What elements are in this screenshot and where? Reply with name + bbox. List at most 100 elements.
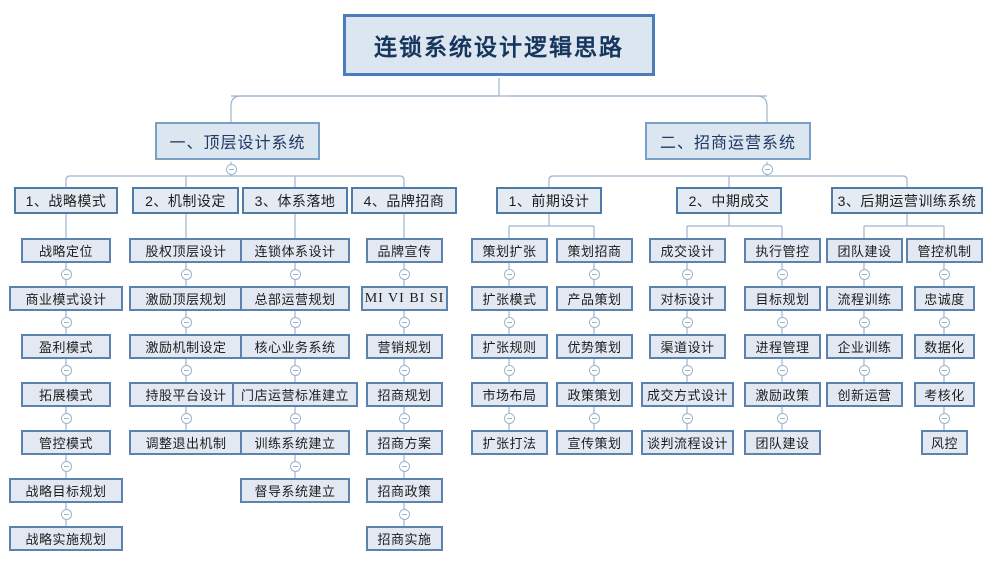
collapse-toggle-c8-4[interactable] [776, 413, 788, 424]
root-title-node[interactable]: 连锁系统设计逻辑思路 [343, 14, 655, 76]
leaf-node[interactable]: 数据化 [914, 334, 975, 359]
branch-node-2[interactable]: 二、招商运营系统 [645, 122, 811, 160]
leaf-node[interactable]: 企业训练 [826, 334, 903, 359]
leaf-node[interactable]: 战略定位 [21, 238, 111, 263]
leaf-node[interactable]: 招商规划 [366, 382, 443, 407]
collapse-toggle-c1-1[interactable] [60, 269, 72, 280]
group-header-2-2[interactable]: 2、中期成交 [676, 187, 782, 214]
leaf-node[interactable]: 渠道设计 [649, 334, 726, 359]
leaf-node[interactable]: 流程训练 [826, 286, 903, 311]
collapse-toggle-c9-1[interactable] [858, 269, 870, 280]
collapse-toggle-c1-4[interactable] [60, 413, 72, 424]
leaf-node[interactable]: 招商方案 [366, 430, 443, 455]
collapse-toggle-c9-3[interactable] [858, 365, 870, 376]
leaf-node[interactable]: 进程管理 [744, 334, 821, 359]
leaf-node[interactable]: 忠诚度 [914, 286, 975, 311]
collapse-toggle-c3-3[interactable] [289, 365, 301, 376]
collapse-toggle-c4-1[interactable] [398, 269, 410, 280]
collapse-toggle-c2-3[interactable] [180, 365, 192, 376]
leaf-node[interactable]: 执行管控 [744, 238, 821, 263]
group-header-1-2[interactable]: 2、机制设定 [132, 187, 239, 214]
collapse-toggle-c3-5[interactable] [289, 461, 301, 472]
leaf-node[interactable]: 策划扩张 [471, 238, 548, 263]
leaf-node[interactable]: 总部运营规划 [240, 286, 350, 311]
collapse-toggle-c1-3[interactable] [60, 365, 72, 376]
leaf-node[interactable]: 产品策划 [556, 286, 633, 311]
leaf-node[interactable]: 市场布局 [471, 382, 548, 407]
group-header-2-3[interactable]: 3、后期运营训练系统 [831, 187, 983, 214]
leaf-node[interactable]: 战略目标规划 [9, 478, 123, 503]
collapse-toggle-c2-1[interactable] [180, 269, 192, 280]
collapse-toggle-c3-1[interactable] [289, 269, 301, 280]
collapse-toggle-c7-3[interactable] [681, 365, 693, 376]
leaf-node[interactable]: 谈判流程设计 [641, 430, 734, 455]
leaf-node[interactable]: 持股平台设计 [129, 382, 243, 407]
leaf-node[interactable]: 战略实施规划 [9, 526, 123, 551]
group-header-1-4[interactable]: 4、品牌招商 [351, 187, 457, 214]
leaf-node[interactable]: 策划招商 [556, 238, 633, 263]
leaf-node[interactable]: 调整退出机制 [129, 430, 243, 455]
leaf-node[interactable]: 考核化 [914, 382, 975, 407]
leaf-node[interactable]: 优势策划 [556, 334, 633, 359]
branch-node-1[interactable]: 一、顶层设计系统 [155, 122, 320, 160]
leaf-node[interactable]: 创新运营 [826, 382, 903, 407]
collapse-toggle-c6-3[interactable] [588, 365, 600, 376]
collapse-toggle-c8-3[interactable] [776, 365, 788, 376]
leaf-node[interactable]: 盈利模式 [21, 334, 111, 359]
leaf-node[interactable]: 管控机制 [906, 238, 983, 263]
collapse-toggle-c10-4[interactable] [938, 413, 950, 424]
leaf-node[interactable]: 营销规划 [366, 334, 443, 359]
leaf-node[interactable]: 成交方式设计 [641, 382, 734, 407]
leaf-node[interactable]: 拓展模式 [21, 382, 111, 407]
collapse-toggle-c4-3[interactable] [398, 365, 410, 376]
leaf-node[interactable]: 激励顶层规划 [129, 286, 243, 311]
leaf-node[interactable]: 品牌宣传 [366, 238, 443, 263]
collapse-toggle-c2-2[interactable] [180, 317, 192, 328]
leaf-node[interactable]: 目标规划 [744, 286, 821, 311]
group-header-1-3[interactable]: 3、体系落地 [242, 187, 348, 214]
leaf-node[interactable]: 团队建设 [744, 430, 821, 455]
collapse-toggle-c10-3[interactable] [938, 365, 950, 376]
collapse-toggle-c3-2[interactable] [289, 317, 301, 328]
leaf-node[interactable]: 核心业务系统 [240, 334, 350, 359]
collapse-toggle-c5-3[interactable] [503, 365, 515, 376]
leaf-node[interactable]: 宣传策划 [556, 430, 633, 455]
leaf-node[interactable]: 风控 [921, 430, 968, 455]
leaf-node[interactable]: MI VI BI SI [361, 286, 448, 311]
collapse-toggle-c7-1[interactable] [681, 269, 693, 280]
collapse-toggle-c9-2[interactable] [858, 317, 870, 328]
collapse-toggle-c7-2[interactable] [681, 317, 693, 328]
leaf-node[interactable]: 政策策划 [556, 382, 633, 407]
collapse-toggle-c7-4[interactable] [681, 413, 693, 424]
leaf-node[interactable]: 商业模式设计 [9, 286, 123, 311]
collapse-toggle-c8-1[interactable] [776, 269, 788, 280]
leaf-node[interactable]: 门店运营标准建立 [232, 382, 358, 407]
collapse-toggle-c6-2[interactable] [588, 317, 600, 328]
collapse-toggle-c6-1[interactable] [588, 269, 600, 280]
leaf-node[interactable]: 成交设计 [649, 238, 726, 263]
collapse-toggle-c4-5[interactable] [398, 461, 410, 472]
leaf-node[interactable]: 扩张规则 [471, 334, 548, 359]
leaf-node[interactable]: 招商政策 [366, 478, 443, 503]
collapse-toggle-c1-2[interactable] [60, 317, 72, 328]
leaf-node[interactable]: 激励机制设定 [129, 334, 243, 359]
collapse-toggle-c5-4[interactable] [503, 413, 515, 424]
collapse-toggle-c8-2[interactable] [776, 317, 788, 328]
collapse-toggle-c10-1[interactable] [938, 269, 950, 280]
collapse-toggle-c4-4[interactable] [398, 413, 410, 424]
collapse-toggle-root-right[interactable] [761, 164, 773, 175]
leaf-node[interactable]: 连锁体系设计 [240, 238, 350, 263]
collapse-toggle-c10-2[interactable] [938, 317, 950, 328]
leaf-node[interactable]: 团队建设 [826, 238, 903, 263]
leaf-node[interactable]: 对标设计 [649, 286, 726, 311]
leaf-node[interactable]: 管控模式 [21, 430, 111, 455]
collapse-toggle-c1-6[interactable] [60, 509, 72, 520]
collapse-toggle-c3-4[interactable] [289, 413, 301, 424]
leaf-node[interactable]: 督导系统建立 [240, 478, 350, 503]
collapse-toggle-root-left[interactable] [225, 164, 237, 175]
group-header-2-1[interactable]: 1、前期设计 [496, 187, 602, 214]
collapse-toggle-c4-6[interactable] [398, 509, 410, 520]
leaf-node[interactable]: 激励政策 [744, 382, 821, 407]
collapse-toggle-c5-1[interactable] [503, 269, 515, 280]
leaf-node[interactable]: 扩张打法 [471, 430, 548, 455]
